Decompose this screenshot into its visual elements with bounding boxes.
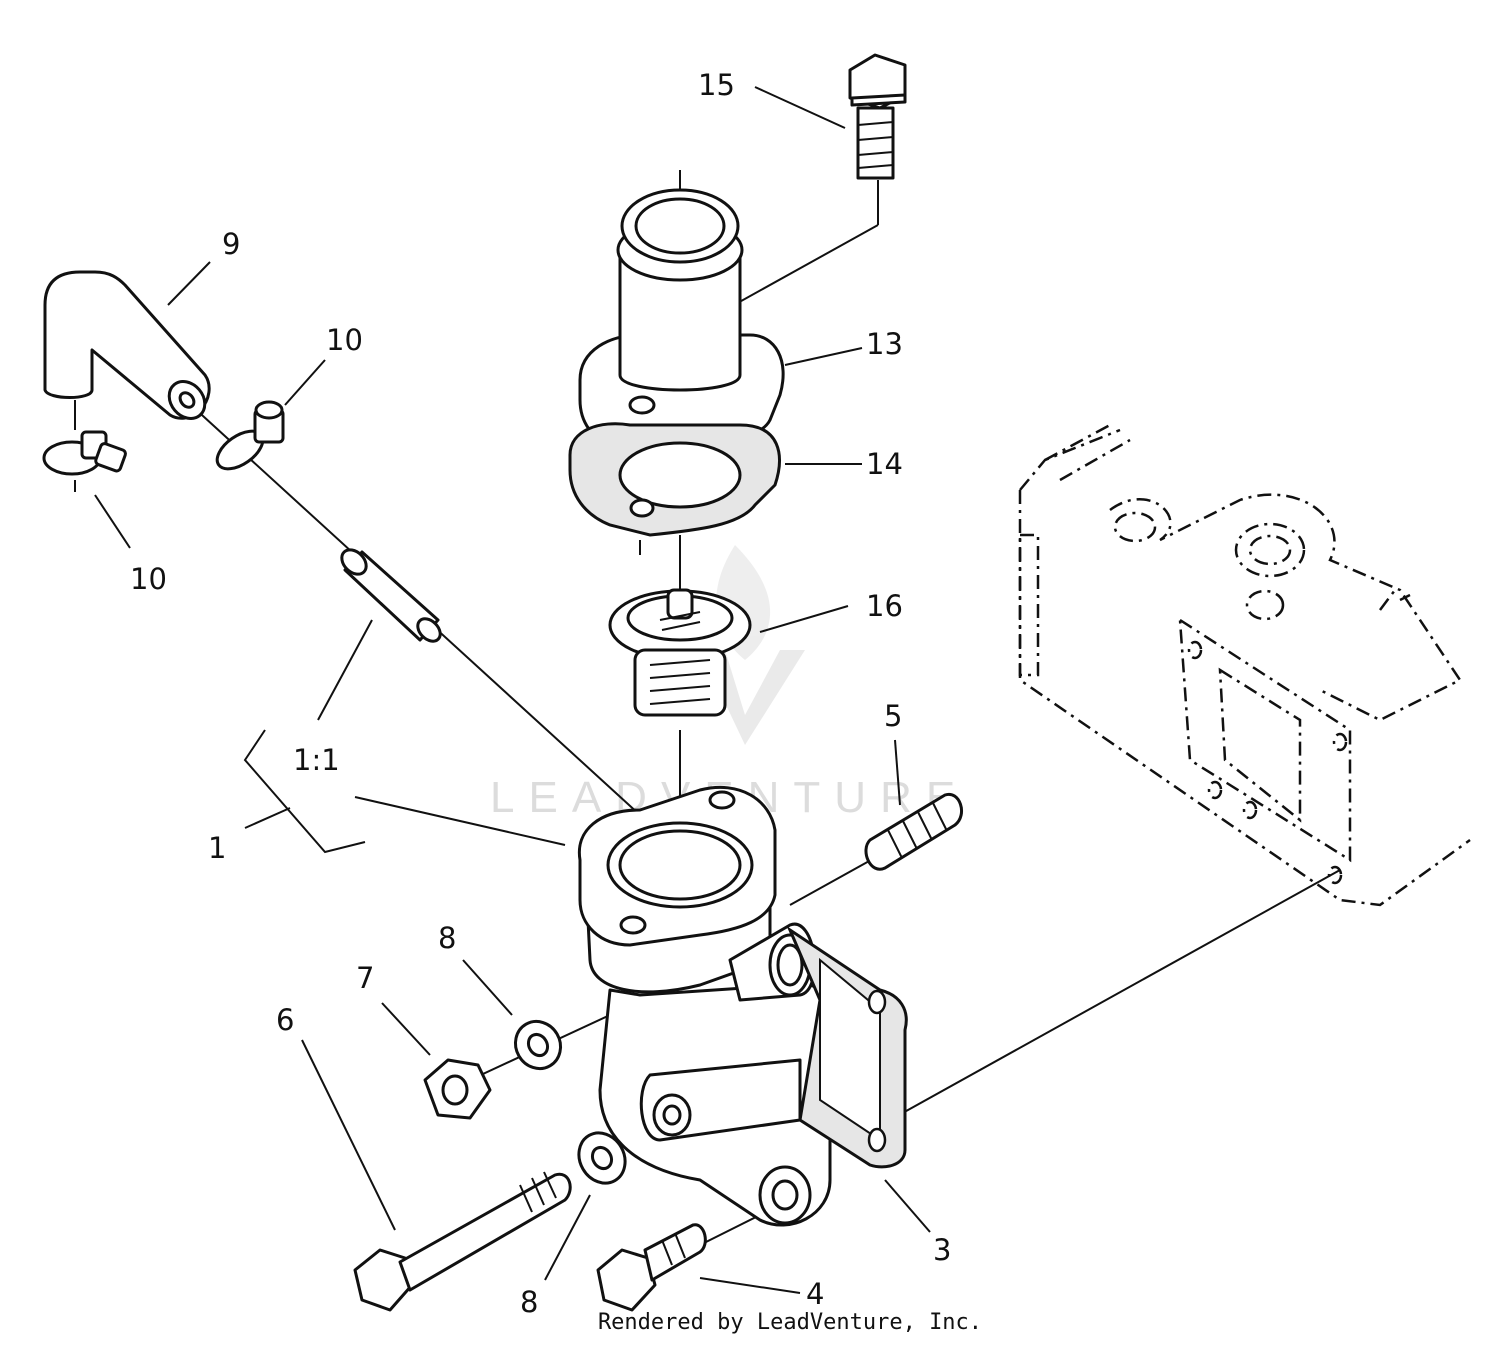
housing-gasket bbox=[786, 925, 908, 1169]
long-bolt bbox=[353, 1171, 572, 1312]
callout-16: 16 bbox=[866, 589, 903, 623]
elbow-hose bbox=[43, 270, 211, 420]
thermostat-gasket bbox=[568, 422, 781, 537]
callout-labels: 15 9 10 13 14 10 16 5 1:1 1 8 7 6 3 4 8 bbox=[130, 68, 951, 1319]
callout-1: 1 bbox=[208, 831, 226, 865]
callout-9: 9 bbox=[222, 227, 240, 261]
callout-6: 6 bbox=[276, 1003, 294, 1037]
callout-leaders bbox=[94, 86, 931, 1294]
callout-3: 3 bbox=[933, 1233, 951, 1267]
stud bbox=[864, 792, 963, 871]
callout-13: 13 bbox=[866, 327, 903, 361]
washer-upper bbox=[513, 1019, 563, 1071]
callout-10-lower: 10 bbox=[130, 562, 167, 596]
callout-8-upper: 8 bbox=[438, 921, 456, 955]
hex-nut bbox=[423, 1058, 492, 1120]
callout-7: 7 bbox=[356, 961, 374, 995]
washer-lower bbox=[577, 1131, 627, 1185]
callout-1-1: 1:1 bbox=[293, 743, 340, 777]
tube-fitting bbox=[340, 548, 442, 643]
callout-4: 4 bbox=[806, 1277, 824, 1311]
engine-block bbox=[1018, 423, 1471, 907]
hose-clamp-right bbox=[215, 400, 285, 471]
hose-clamp-left bbox=[42, 430, 127, 476]
short-bolt bbox=[596, 1223, 707, 1312]
callout-14: 14 bbox=[866, 447, 903, 481]
render-credit: Rendered by LeadVenture, Inc. bbox=[597, 1310, 983, 1335]
callout-15: 15 bbox=[698, 68, 735, 102]
callout-5: 5 bbox=[884, 699, 902, 733]
thermostat bbox=[608, 588, 752, 717]
thermostat-housing bbox=[577, 785, 832, 1227]
callout-10-upper: 10 bbox=[326, 323, 363, 357]
bolt-15 bbox=[848, 53, 907, 180]
thermostat-cover bbox=[578, 188, 785, 462]
callout-8-lower: 8 bbox=[520, 1285, 538, 1319]
